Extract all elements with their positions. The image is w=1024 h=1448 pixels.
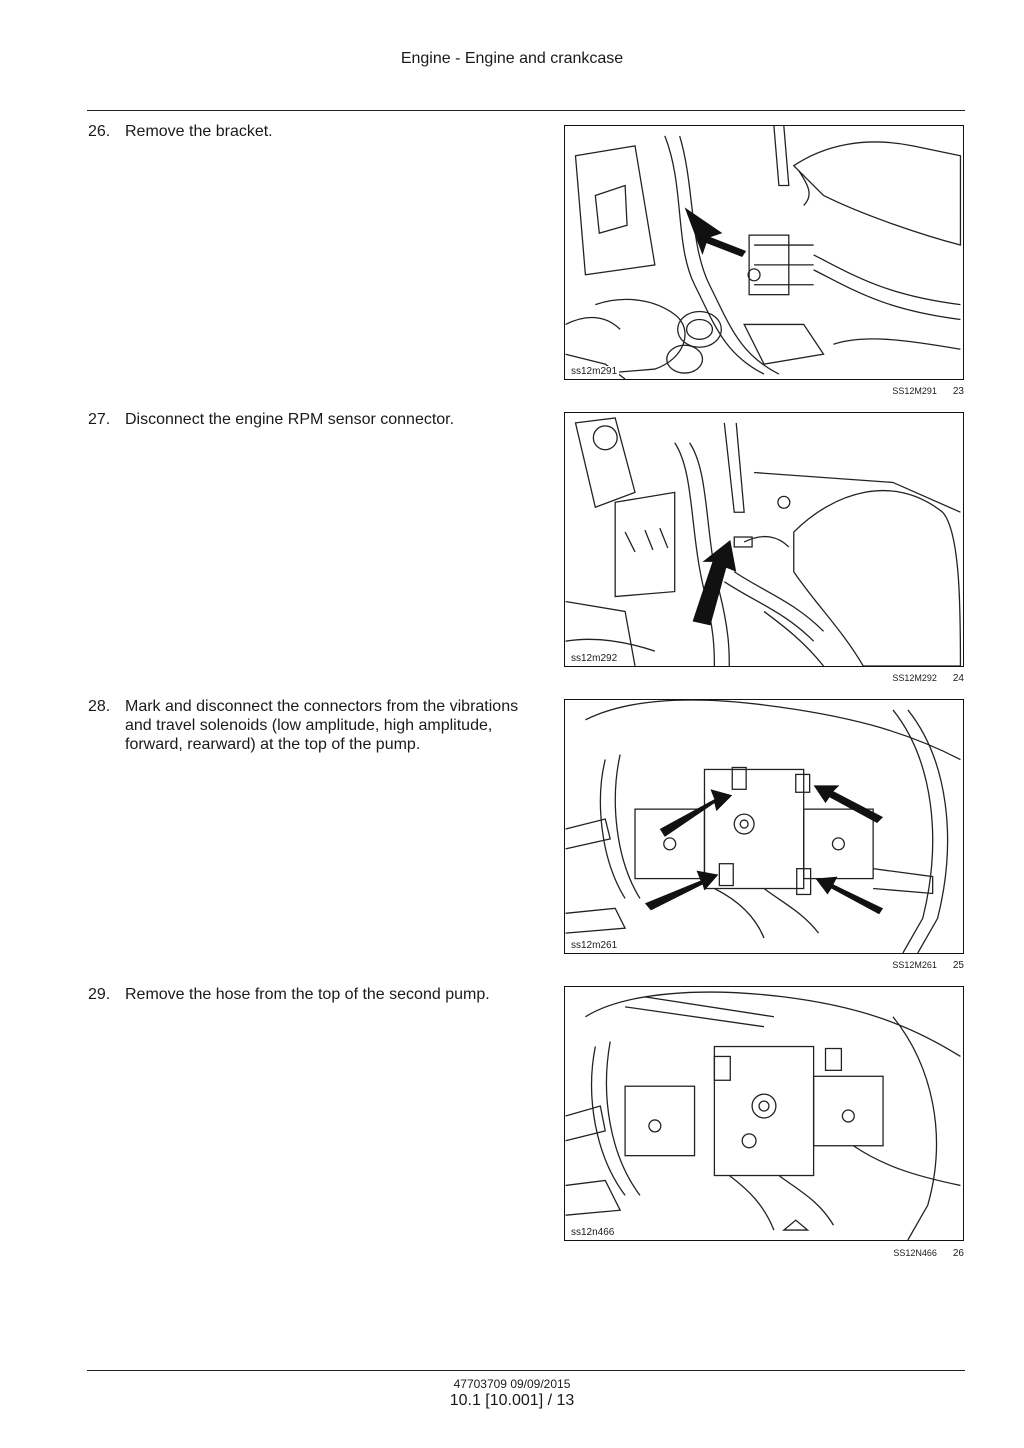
figure-caption-25: SS12M261 25 xyxy=(764,960,964,971)
pump-connectors-illustration xyxy=(565,700,961,953)
arrow-marker xyxy=(815,876,884,915)
figure-code: ss12m292 xyxy=(569,653,620,664)
step-text: Remove the bracket. xyxy=(125,123,273,140)
arrow-marker xyxy=(659,789,733,837)
header-divider xyxy=(87,110,965,111)
figure-26-second-pump: ss12n466 xyxy=(564,986,964,1241)
caption-ref: SS12N466 xyxy=(893,1248,937,1258)
rpm-sensor-illustration xyxy=(565,417,962,666)
arrow-marker xyxy=(644,870,719,911)
arrow-marker xyxy=(684,207,747,257)
figure-24-rpm-sensor: ss12m292 xyxy=(564,412,964,667)
step-text: Remove the hose from the top of the seco… xyxy=(125,986,490,1003)
step-number: 28. xyxy=(88,698,111,715)
figure-caption-23: SS12M291 23 xyxy=(764,386,964,397)
figure-code: ss12n466 xyxy=(569,1227,617,1238)
step-number: 29. xyxy=(88,986,111,1003)
figure-number: 26 xyxy=(952,1248,964,1259)
caption-ref: SS12M292 xyxy=(892,673,937,683)
figure-caption-26: SS12N466 26 xyxy=(764,1248,964,1259)
figure-number: 23 xyxy=(952,386,964,397)
figure-25-solenoid-connectors: ss12m261 xyxy=(564,699,964,954)
figure-caption-24: SS12M292 24 xyxy=(764,673,964,684)
figure-code: ss12m291 xyxy=(569,366,620,377)
figure-23-bracket: ss12m291 xyxy=(564,125,964,380)
step-text: Mark and disconnect the connectors from … xyxy=(125,698,519,753)
step-28: 28. Mark and disconnect the connectors f… xyxy=(88,697,528,754)
step-27: 27. Disconnect the engine RPM sensor con… xyxy=(88,410,528,429)
step-text: Disconnect the engine RPM sensor connect… xyxy=(125,411,455,428)
step-number: 26. xyxy=(88,123,111,140)
step-29: 29. Remove the hose from the top of the … xyxy=(88,985,528,1004)
caption-ref: SS12M291 xyxy=(892,386,937,396)
arrow-marker xyxy=(813,785,884,824)
figure-code: ss12m261 xyxy=(569,940,620,951)
bracket-illustration xyxy=(565,126,962,379)
second-pump-illustration xyxy=(565,991,961,1240)
step-number: 27. xyxy=(88,411,111,428)
footer-page-number: 10.1 [10.001] / 13 xyxy=(449,1392,575,1409)
page-header-title: Engine - Engine and crankcase xyxy=(400,50,624,67)
figure-number: 24 xyxy=(952,673,964,684)
arrow-marker xyxy=(692,539,737,626)
footer-divider xyxy=(87,1370,965,1371)
figure-number: 25 xyxy=(952,960,964,971)
caption-ref: SS12M261 xyxy=(892,960,937,970)
footer-doc-ref: 47703709 09/09/2015 xyxy=(453,1377,571,1391)
step-26: 26. Remove the bracket. xyxy=(88,122,528,141)
